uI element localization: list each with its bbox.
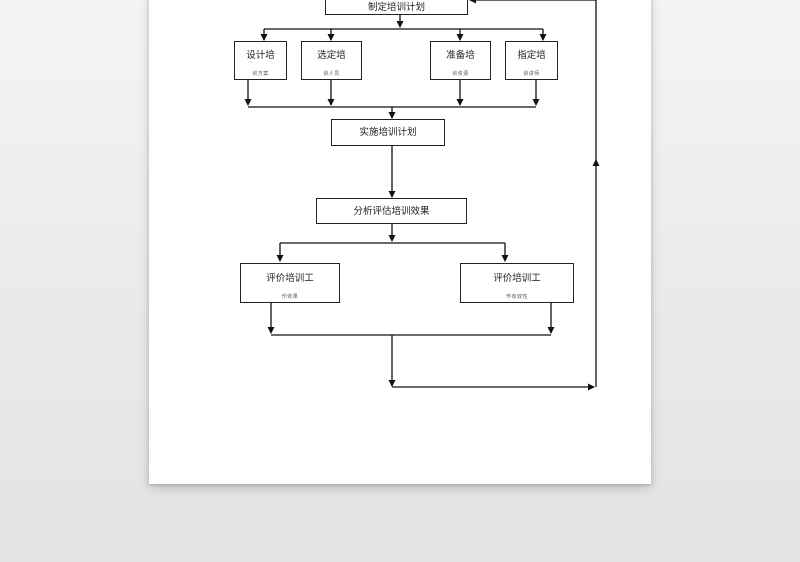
method-box-assign: 指定培 训讲师 [505,41,558,80]
implement-box: 实施培训计划 [331,119,445,146]
analyze-label: 分析评估培训效果 [353,206,430,217]
method-box-prepare: 准备培 训资源 [430,41,491,80]
implement-label: 实施培训计划 [359,127,417,138]
method-box-select: 选定培 训人员 [301,41,362,80]
evaluate-sub: 作效果 [281,294,299,300]
document-page [149,0,651,484]
evaluate-box-validity: 评价培训工 作有效性 [460,263,574,303]
analyze-box: 分析评估培训效果 [316,198,467,224]
plan-label: 制定培训计划 [367,2,425,13]
evaluate-sub: 作有效性 [505,294,528,300]
method-label: 选定培 [317,50,346,61]
method-sub: 训人员 [323,71,340,77]
method-sub: 训讲师 [523,71,540,77]
method-sub: 训方案 [252,71,269,77]
evaluate-box-effect: 评价培训工 作效果 [240,263,340,303]
evaluate-label: 评价培训工 [266,273,314,284]
method-box-design: 设计培 训方案 [234,41,287,80]
method-label: 设计培 [246,50,275,61]
method-label: 指定培 [517,50,546,61]
method-sub: 训资源 [452,71,469,77]
evaluate-label: 评价培训工 [493,273,541,284]
method-label: 准备培 [446,50,475,61]
plan-box: 制定培训计划 [325,0,468,15]
